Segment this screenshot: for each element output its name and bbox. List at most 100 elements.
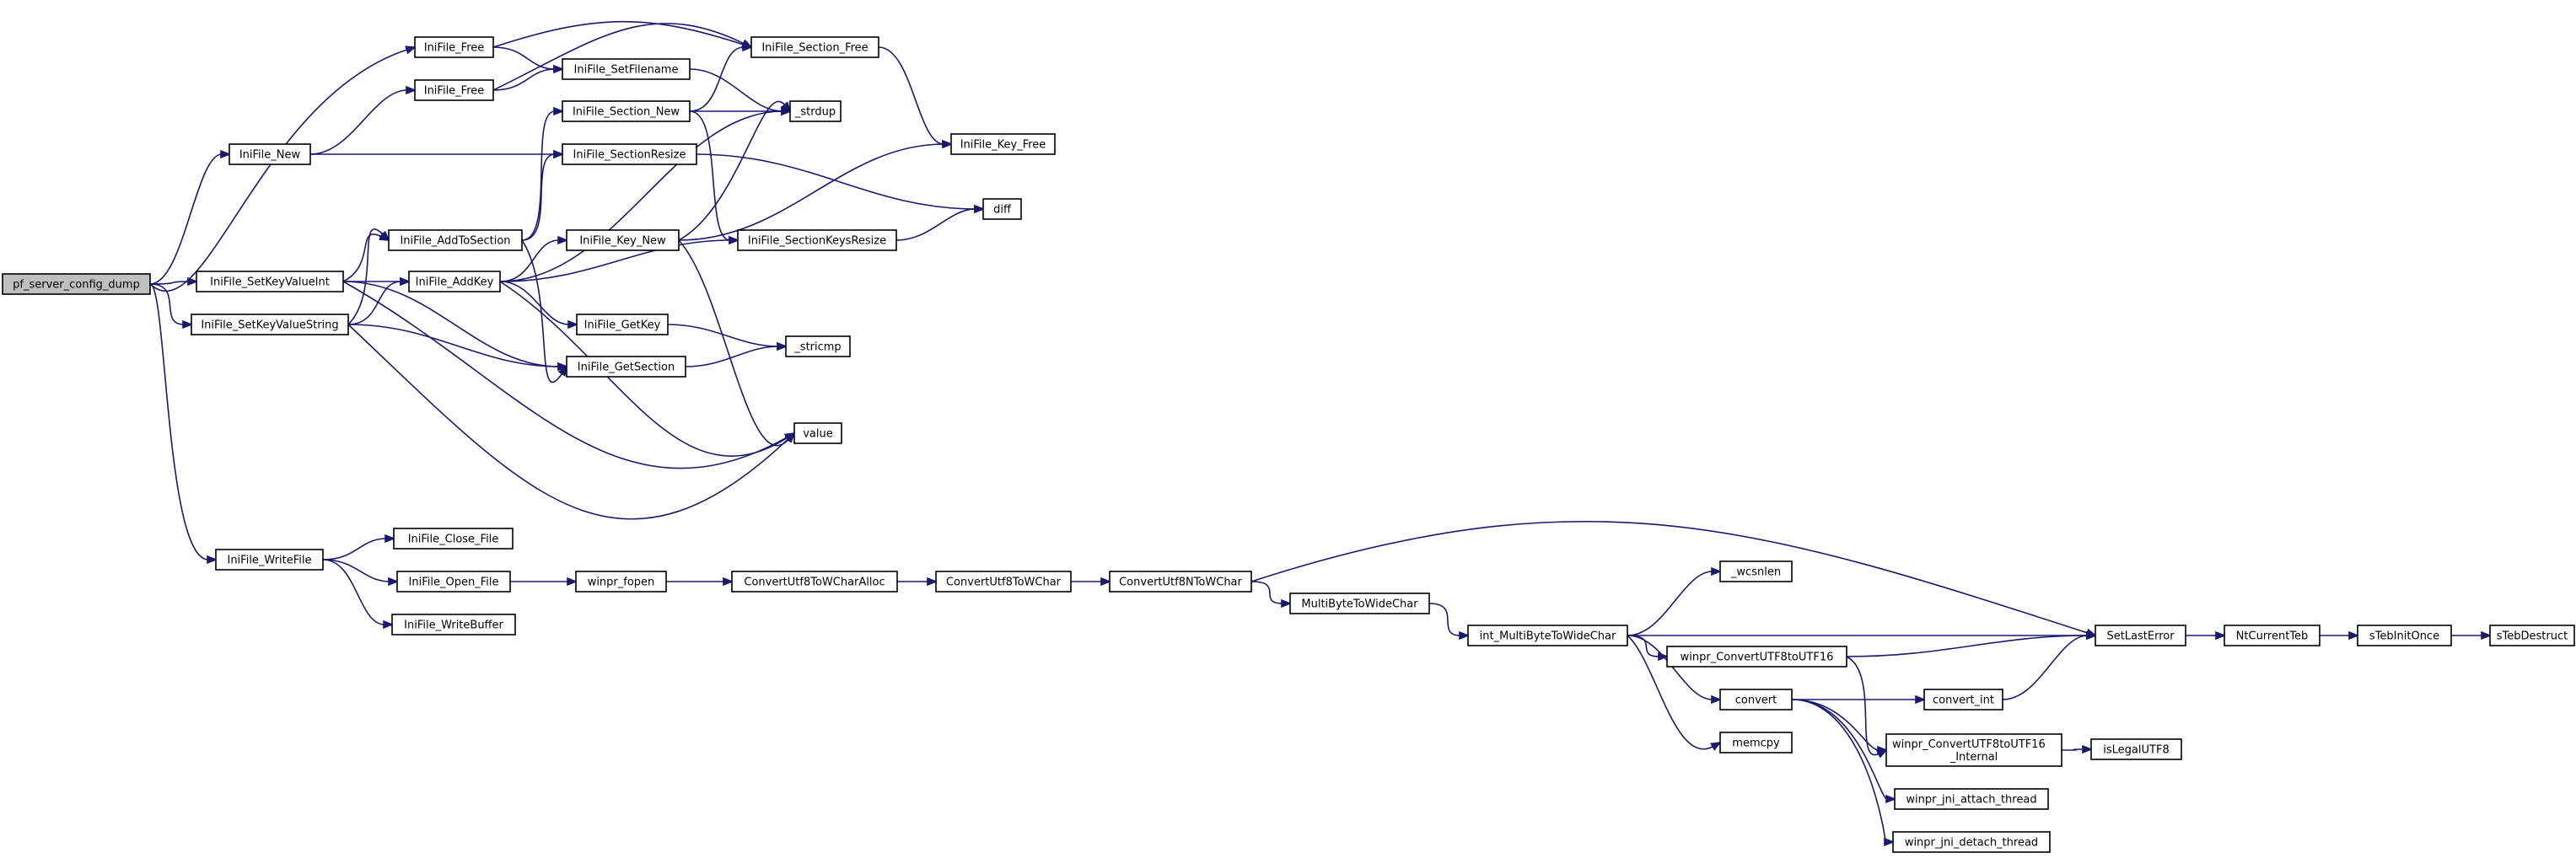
edge-inifile-free-2-to-inifile-section-free [492, 23, 753, 91]
node-label: _Internal [1949, 751, 1998, 764]
edge-line [1428, 603, 1461, 636]
node-inifile-setkeyvaluestring[interactable]: IniFile_SetKeyValueString [191, 314, 349, 335]
node-inifile-key-free[interactable]: IniFile_Key_Free [950, 133, 1056, 155]
node-box [2224, 625, 2321, 646]
node-box [575, 571, 667, 593]
edge-setlasterror-to-ntcurrentteb [2186, 630, 2227, 641]
node-inifile-section-new[interactable]: IniFile_Section_New [562, 100, 691, 122]
node-winpr-jni-attach-thread[interactable]: winpr_jni_attach_thread [1894, 788, 2049, 810]
edge-line [149, 153, 223, 285]
node-stebinitonce[interactable]: sTebInitOnce [2357, 625, 2452, 646]
edge-line [492, 68, 556, 91]
node-stebdestruct[interactable]: sTebDestruct [2489, 625, 2575, 646]
edge-line [347, 324, 790, 520]
node-inifile-addtosection[interactable]: IniFile_AddToSection [388, 229, 523, 251]
node-box [1892, 831, 2051, 853]
edge-arrowhead [553, 149, 565, 159]
node-value[interactable]: value [793, 422, 842, 444]
node-wcsnlen[interactable]: _wcsnlen [1719, 560, 1793, 582]
node-label: winpr_ConvertUTF8toUTF16 [1892, 738, 2046, 751]
edge-arrowhead [2348, 630, 2360, 641]
node-convertutf8ntowchar[interactable]: ConvertUtf8NToWChar [1109, 571, 1252, 593]
node-stricmp[interactable]: _stricmp [785, 335, 851, 357]
node-inifile-new[interactable]: IniFile_New [229, 143, 311, 165]
node-label: ConvertUtf8ToWCharAlloc [744, 576, 885, 589]
node-inifile-addkey[interactable]: IniFile_AddKey [408, 271, 501, 292]
node-multibytetowidechar[interactable]: MultiByteToWideChar [1289, 593, 1430, 614]
node-inifile-sectionkeysresize[interactable]: IniFile_SectionKeysResize [737, 229, 897, 251]
edge-line [347, 228, 385, 325]
edge-inifile-addkey-to-inifile-key-new [499, 235, 569, 282]
node-label: IniFile_Key_Free [960, 139, 1046, 152]
node-inifile-setkeyvalueint[interactable]: IniFile_SetKeyValueInt [196, 271, 344, 292]
node-inifile-writefile[interactable]: IniFile_WriteFile [215, 549, 324, 571]
edge-int-multibytetowidechar-to-convert [1627, 635, 1723, 705]
node-box [562, 58, 691, 80]
node-ntcurrentteb[interactable]: NtCurrentTeb [2224, 625, 2321, 646]
edge-line [322, 559, 385, 625]
edge-inifile-setkeyvaluestring-to-inifile-addtosection [347, 228, 390, 325]
edge-line [149, 281, 190, 285]
node-inifile-setfilename[interactable]: IniFile_SetFilename [562, 58, 691, 80]
edge-inifile-writefile-to-inifile-open-file [322, 559, 400, 587]
node-inifile-section-free[interactable]: IniFile_Section_Free [750, 36, 879, 58]
edge-arrowhead [1915, 694, 1927, 705]
node-diff[interactable]: diff [982, 198, 1022, 220]
node-box [391, 614, 516, 635]
edge-inifile-free-2-to-inifile-setfilename [492, 64, 565, 91]
node-label: IniFile_WriteBuffer [404, 619, 503, 632]
node-winpr-convertutf8toutf16[interactable]: winpr_ConvertUTF8toUTF16 [1666, 646, 1847, 668]
node-label: IniFile_Key_New [579, 235, 666, 248]
node-inifile-free-1[interactable]: IniFile_Free [414, 36, 494, 58]
edge-inifile-addtosection-to-inifile-sectionresize [521, 149, 565, 241]
node-inifile-key-new[interactable]: IniFile_Key_New [566, 229, 680, 251]
edge-line [149, 283, 185, 325]
node-box [2489, 625, 2575, 646]
node-inifile-getsection[interactable]: IniFile_GetSection [566, 356, 686, 378]
node-strdup[interactable]: _strdup [789, 100, 842, 122]
node-box [950, 133, 1056, 155]
node-winpr-jni-detach-thread[interactable]: winpr_jni_detach_thread [1892, 831, 2051, 853]
edge-line [2061, 748, 2084, 751]
node-inifile-getkey[interactable]: IniFile_GetKey [576, 314, 669, 335]
edge-line [678, 239, 790, 447]
node-islegalutf8[interactable]: isLegalUTF8 [2090, 738, 2182, 760]
edge-line [685, 346, 779, 367]
node-pf-server-config-dump[interactable]: pf_server_config_dump [2, 273, 151, 295]
node-memcpy[interactable]: memcpy [1719, 732, 1793, 753]
edge-line [499, 239, 560, 282]
node-label: ConvertUtf8NToWChar [1119, 576, 1242, 589]
node-box [414, 79, 494, 101]
node-inifile-open-file[interactable]: IniFile_Open_File [396, 571, 511, 593]
edge-convert-int-to-setlasterror [2002, 630, 2098, 700]
edge-int-multibytetowidechar-to-wcsnlen [1627, 566, 1723, 636]
edge-arrowhead [405, 46, 417, 55]
edge-line [309, 89, 408, 155]
edge-inifile-setkeyvaluestring-to-inifile-getsection [347, 324, 569, 372]
node-box [785, 335, 851, 357]
node-winpr-fopen[interactable]: winpr_fopen [575, 571, 667, 593]
node-inifile-sectionresize[interactable]: IniFile_SectionResize [562, 143, 697, 165]
node-convert-int[interactable]: convert_int [1923, 689, 2003, 711]
node-inifile-close-file[interactable]: IniFile_Close_File [393, 528, 514, 550]
node-inifile-writebuffer[interactable]: IniFile_WriteBuffer [391, 614, 516, 635]
node-convert[interactable]: convert [1719, 689, 1793, 711]
node-box [982, 198, 1022, 220]
node-box [935, 571, 1072, 593]
edge-line [678, 100, 786, 241]
node-box [388, 229, 523, 251]
edge-line [667, 324, 779, 347]
edge-line [521, 110, 556, 241]
node-winpr-convertutf8toutf16-internal[interactable]: winpr_ConvertUTF8toUTF16_Internal [1885, 733, 2062, 767]
edge-line [342, 281, 560, 367]
node-convertutf8towcharalloc[interactable]: ConvertUtf8ToWCharAlloc [731, 571, 898, 593]
node-setlasterror[interactable]: SetLastError [2095, 625, 2186, 646]
node-convertutf8towchar[interactable]: ConvertUtf8ToWChar [935, 571, 1072, 593]
node-inifile-free-2[interactable]: IniFile_Free [414, 79, 494, 101]
node-int-multibytetowidechar[interactable]: int_MultiByteToWideChar [1467, 625, 1628, 646]
nodes-layer: pf_server_config_dumpIniFile_FreeIniFile… [2, 36, 2575, 853]
edge-line [492, 23, 745, 91]
edge-multibytetowidechar-to-int-multibytetowidechar [1428, 603, 1471, 641]
edge-arrowhead [2215, 630, 2227, 641]
